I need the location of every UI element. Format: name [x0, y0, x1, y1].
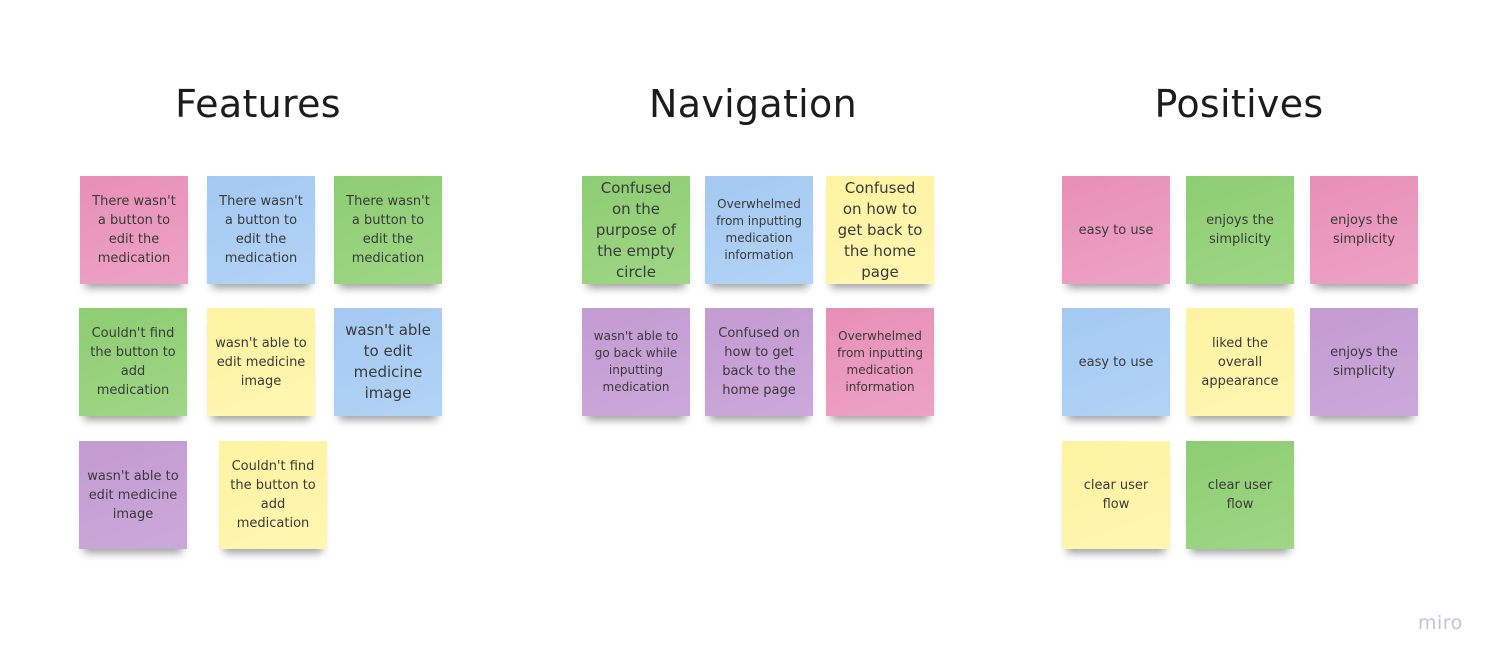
- sticky-note[interactable]: wasn't able to edit medicine image: [207, 308, 315, 416]
- sticky-note[interactable]: There wasn't a button to edit the medica…: [80, 176, 188, 284]
- sticky-note[interactable]: Couldn't find the button to add medicati…: [219, 441, 327, 549]
- sticky-note[interactable]: There wasn't a button to edit the medica…: [334, 176, 442, 284]
- sticky-note[interactable]: clear user flow: [1062, 441, 1170, 549]
- sticky-note[interactable]: Confused on the purpose of the empty cir…: [582, 176, 690, 284]
- sticky-note[interactable]: Overwhelmed from inputting medication in…: [705, 176, 813, 284]
- sticky-note[interactable]: enjoys the simplicity: [1310, 308, 1418, 416]
- section-title-navigation[interactable]: Navigation: [649, 82, 857, 126]
- sticky-note[interactable]: Couldn't find the button to add medicati…: [79, 308, 187, 416]
- sticky-note[interactable]: Overwhelmed from inputting medication in…: [826, 308, 934, 416]
- section-title-features[interactable]: Features: [175, 82, 341, 126]
- sticky-note[interactable]: There wasn't a button to edit the medica…: [207, 176, 315, 284]
- sticky-note[interactable]: Confused on how to get back to the home …: [826, 176, 934, 284]
- sticky-note[interactable]: wasn't able to go back while inputting m…: [582, 308, 690, 416]
- sticky-note[interactable]: enjoys the simplicity: [1310, 176, 1418, 284]
- section-title-positives[interactable]: Positives: [1154, 82, 1324, 126]
- miro-logo: miro: [1418, 612, 1463, 634]
- sticky-note[interactable]: Confused on how to get back to the home …: [705, 308, 813, 416]
- sticky-note[interactable]: easy to use: [1062, 308, 1170, 416]
- sticky-note[interactable]: liked the overall appearance: [1186, 308, 1294, 416]
- sticky-note[interactable]: wasn't able to edit medicine image: [334, 308, 442, 416]
- sticky-note[interactable]: enjoys the simplicity: [1186, 176, 1294, 284]
- sticky-note[interactable]: clear user flow: [1186, 441, 1294, 549]
- sticky-note[interactable]: easy to use: [1062, 176, 1170, 284]
- sticky-note[interactable]: wasn't able to edit medicine image: [79, 441, 187, 549]
